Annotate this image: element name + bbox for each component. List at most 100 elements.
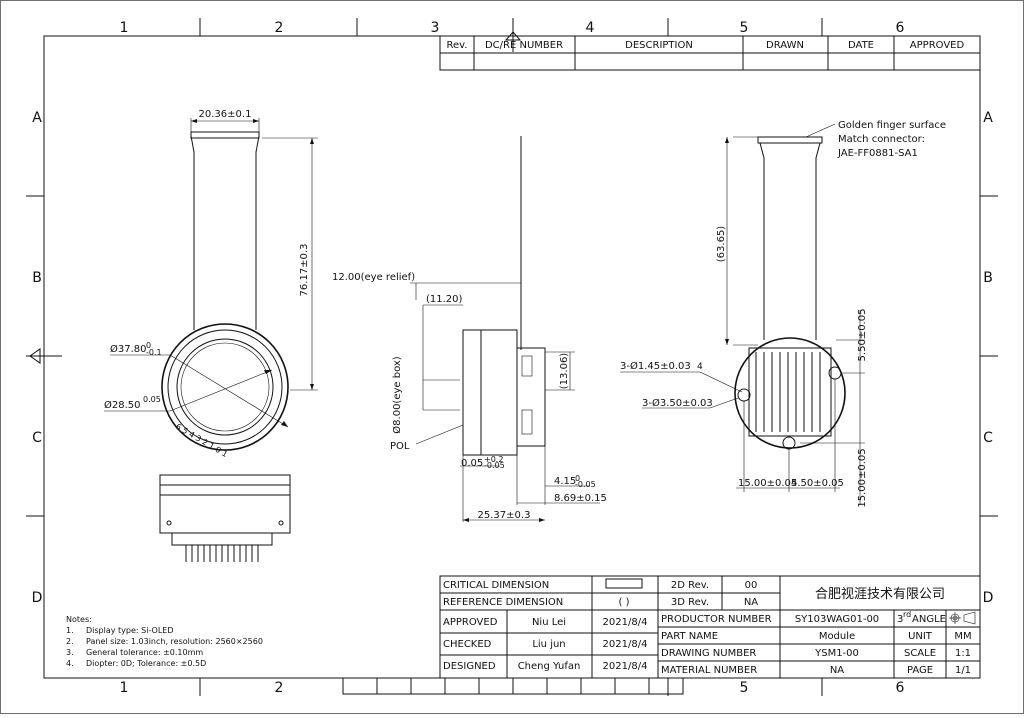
grid-row-d-right: D [983, 590, 994, 606]
dim-hole-145-depth: 4 [697, 362, 703, 372]
tb-angle-label: ANGLE [912, 614, 946, 625]
grid-col-5-top: 5 [740, 20, 749, 36]
back-flex-cable [759, 142, 821, 340]
grid-row-c-left: C [32, 430, 42, 446]
tb-drawing-number: YSM1-00 [814, 648, 859, 659]
dim-back-1500-horizontal: 15.00±0.05 [738, 478, 797, 489]
rev-header-description: DESCRIPTION [625, 40, 693, 51]
front-lower-view [159, 474, 291, 562]
third-angle-projection-icon [949, 611, 976, 625]
tb-angle-sup: rd [903, 610, 911, 619]
grid-col-5-bottom: 5 [740, 680, 749, 696]
tb-checked-label: CHECKED [443, 639, 492, 650]
tb-2d-rev-label: 2D Rev. [671, 580, 709, 591]
grid-col-1-bottom: 1 [120, 680, 129, 696]
note-4-text: Diopter: 0D; Tolerance: ±0.5D [86, 659, 206, 668]
dim-back-550: 5.50±0.05 [857, 309, 868, 362]
dim-front-outer-tol-2: -0.1 [146, 348, 162, 357]
back-housing [734, 337, 846, 449]
dim-back-1500-vertical: 15.00±0.05 [857, 448, 868, 507]
dim-front-inner-tol: 0.05 [143, 395, 161, 404]
tb-product-number: SY103WAG01-00 [795, 614, 879, 625]
rev-header-drawn: DRAWN [766, 40, 804, 51]
dim-hole-350: 3-Ø3.50±0.03 [642, 397, 713, 409]
tb-unit-label: UNIT [908, 631, 933, 642]
bottom-segment-cells [342, 677, 684, 695]
revision-table: Rev. DC/RE NUMBER DESCRIPTION DRAWN DATE… [439, 35, 981, 71]
dim-side-2537: 25.37±0.3 [478, 510, 531, 521]
tb-checked-date: 2021/8/4 [603, 639, 648, 650]
dim-side-415-tol-up: 0 [575, 474, 580, 483]
dim-side-005: 0.05 [461, 458, 483, 469]
tb-3d-rev-value: NA [744, 597, 758, 608]
rev-header-number: DC/RE NUMBER [485, 40, 563, 51]
tb-part-name: Module [819, 631, 855, 642]
tb-designed-name: Cheng Yufan [518, 661, 581, 672]
tb-material-number: NA [830, 665, 844, 676]
side-eyepiece-ribbed [462, 329, 482, 456]
dim-side-415-tol-dn: -0.05 [575, 480, 596, 489]
dim-side-005-tol-up: +0.2 [484, 455, 503, 464]
note-3-text: General tolerance: ±0.10mm [86, 648, 203, 657]
notes-title: Notes: [66, 615, 92, 624]
dim-side-1120: (11.20) [426, 294, 463, 305]
dim-eye-relief: 12.00(eye relief) [332, 272, 415, 283]
tb-critical-dimension: CRITICAL DIMENSION [443, 580, 549, 591]
dim-front-inner-diameter: Ø28.50 [104, 399, 141, 411]
tb-3d-rev-label: 3D Rev. [671, 597, 709, 608]
back-heatsink [748, 347, 832, 437]
tb-designed-date: 2021/8/4 [603, 661, 648, 672]
dim-side-869: 8.69±0.15 [554, 493, 607, 504]
notes: Notes: 1. Display type: Si-OLED 2. Panel… [66, 615, 263, 668]
note-connector-part: JAE-FF0881-SA1 [837, 148, 918, 159]
note-2-text: Panel size: 1.03inch, resolution: 2560×2… [86, 637, 263, 646]
tb-company: 合肥视涯技术有限公司 [815, 587, 945, 602]
note-3-num: 3. [66, 648, 74, 657]
tb-unit: MM [954, 631, 971, 642]
note-1-text: Display type: Si-OLED [86, 626, 174, 635]
note-golden-finger: Golden finger surface [838, 120, 946, 131]
rev-header-rev: Rev. [447, 40, 468, 51]
critical-dimension-symbol [605, 578, 643, 589]
label-pol: POL [390, 441, 410, 452]
tb-page: 1/1 [955, 665, 971, 676]
grid-col-2-top: 2 [275, 20, 284, 36]
tb-product-number-label: PRODUCTOR NUMBER [661, 614, 772, 625]
title-block: CRITICAL DIMENSION REFERENCE DIMENSION (… [439, 575, 981, 679]
tb-reference-symbol: ( ) [619, 597, 630, 608]
tb-material-number-label: MATERIAL NUMBER [661, 665, 757, 676]
front-inner-window [176, 338, 274, 436]
dim-hole-145: 3-Ø1.45±0.03 [620, 360, 691, 372]
dim-front-height: 76.17±0.3 [299, 244, 310, 297]
note-match-connector: Match connector: [838, 134, 925, 145]
grid-row-b-left: B [32, 270, 42, 286]
dim-back-450: 4.50±0.05 [791, 478, 844, 489]
dim-eye-box: Ø8.00(eye box) [391, 356, 403, 434]
rev-header-date: DATE [848, 40, 874, 51]
dim-side-005-tol-dn: -0.05 [484, 461, 505, 470]
back-view: Golden finger surface Match connector: J… [620, 120, 946, 508]
tb-designed-label: DESIGNED [443, 661, 496, 672]
tb-approved-name: Niu Lei [532, 617, 566, 628]
grid-col-3-top: 3 [431, 20, 440, 36]
dim-front-outer-diameter: Ø37.80 [110, 343, 147, 355]
tb-approved-label: APPROVED [443, 617, 498, 628]
note-4-num: 4. [66, 659, 74, 668]
dim-front-top-width: 20.36±0.1 [199, 109, 252, 120]
rev-header-approved: APPROVED [910, 40, 965, 51]
tb-drawing-number-label: DRAWING NUMBER [661, 648, 756, 659]
grid-col-6-top: 6 [896, 20, 905, 36]
grid-col-6-bottom: 6 [896, 680, 905, 696]
grid-row-b-right: B [983, 270, 993, 286]
grid-col-2-bottom: 2 [275, 680, 284, 696]
front-scale-marks: 6 5 4 3 2 1 0 1 [174, 422, 229, 459]
dim-back-6365: (63.65) [716, 226, 727, 263]
grid-row-a-left: A [32, 110, 42, 126]
dim-side-1306: (13.06) [559, 353, 570, 390]
dim-front-outer-tol: 0 [146, 341, 151, 350]
note-2-num: 2. [66, 637, 74, 646]
front-outer-ring [161, 323, 289, 451]
centering-mark-left [26, 348, 62, 364]
